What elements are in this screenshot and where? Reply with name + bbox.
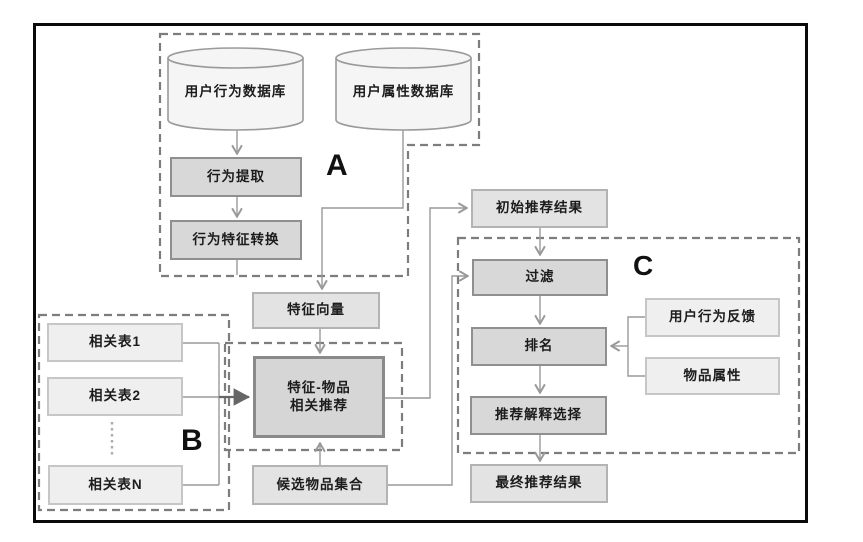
node-ranking: 排名 xyxy=(471,327,607,366)
diagram-frame xyxy=(33,23,808,523)
database-cylinder-icon xyxy=(167,47,304,131)
database-cylinder-icon xyxy=(335,47,472,131)
node-feature-item-line2: 相关推荐 xyxy=(290,398,348,413)
node-feature-item-recommendation: 特征-物品 相关推荐 xyxy=(253,356,385,438)
node-explanation-selection: 推荐解释选择 xyxy=(470,396,607,435)
node-candidate-item-set: 候选物品集合 xyxy=(252,465,388,505)
node-feature-vector: 特征向量 xyxy=(252,292,380,329)
node-related-table-1: 相关表1 xyxy=(47,323,183,362)
connectors xyxy=(183,130,645,486)
group-b-outline xyxy=(37,313,231,512)
group-b-label: B xyxy=(181,424,203,457)
node-related-table-n: 相关表N xyxy=(48,465,183,505)
group-c-outline xyxy=(456,236,801,455)
node-user-behavior-db: 用户行为数据库 xyxy=(184,84,287,99)
node-item-attributes: 物品属性 xyxy=(645,357,780,395)
node-filter: 过滤 xyxy=(472,259,608,296)
node-user-attribute-db: 用户属性数据库 xyxy=(352,84,455,99)
node-final-recommendation-results: 最终推荐结果 xyxy=(470,464,608,503)
node-feature-item-line1: 特征-物品 xyxy=(287,379,351,395)
group-a-label: A xyxy=(326,149,348,182)
node-user-behavior-feedback: 用户行为反馈 xyxy=(645,298,780,337)
node-initial-recommendation-results: 初始推荐结果 xyxy=(471,189,608,228)
node-related-table-2: 相关表2 xyxy=(47,377,183,416)
group-a-outline xyxy=(158,32,481,278)
node-behavior-extraction: 行为提取 xyxy=(170,157,302,197)
node-behavior-feature-conversion: 行为特征转换 xyxy=(170,220,302,260)
group-c-label: C xyxy=(633,250,654,281)
